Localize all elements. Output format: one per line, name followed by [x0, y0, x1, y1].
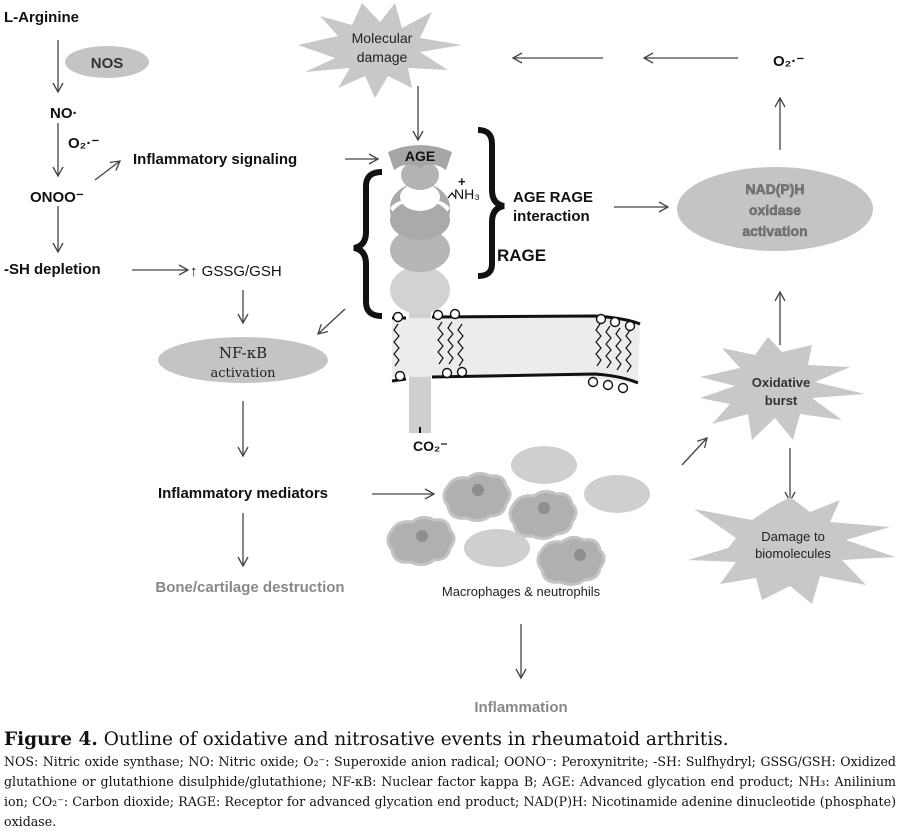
neutrophil-cell — [584, 475, 650, 513]
damage-line1: Damage to — [761, 529, 825, 544]
arrow-onoo-to-signaling — [94, 160, 122, 181]
nfkb-label-line2: activation — [210, 366, 276, 381]
co2-label: CO₂⁻ — [413, 438, 448, 454]
age-ligand — [388, 145, 452, 170]
nadph-line3: activation — [742, 223, 807, 239]
oxidative-events-diagram: L-Arginine NOS NO· O₂·⁻ ONOO⁻ Inflammato… — [4, 3, 895, 716]
molecular-damage-line1: Molecular — [352, 30, 413, 46]
immune-cells-cluster — [386, 446, 650, 587]
macrophage-cell — [442, 471, 512, 523]
rage-receptor: AGE + NH₃ — [388, 145, 480, 433]
neutrophil-cell — [511, 446, 577, 484]
figure-title: Outline of oxidative and nitrosative eve… — [103, 729, 729, 750]
arrow-receptor-to-nfkb — [317, 308, 346, 335]
nadph-oxidase-node: NAD(P)H oxidase activation — [677, 167, 873, 251]
left-brace — [353, 169, 383, 319]
nh3-charge: + — [458, 174, 466, 189]
age-rage-line1: AGE RAGE — [513, 189, 593, 206]
figure-caption: Figure 4. Outline of oxidative and nitro… — [4, 728, 896, 832]
receptor-domain-2b — [390, 200, 450, 240]
nos-label: NOS — [91, 55, 124, 72]
lipid-heads — [392, 308, 636, 394]
oxidative-burst-shape — [700, 337, 865, 440]
rage-label: RAGE — [497, 246, 546, 265]
nadph-line1: NAD(P)H — [745, 181, 804, 197]
nfkb-ellipse — [158, 337, 328, 383]
arrow-cells-to-burst — [681, 437, 708, 466]
age-label: AGE — [405, 148, 435, 164]
nos-node: NOS — [65, 46, 149, 78]
macrophages-label: Macrophages & neutrophils — [442, 584, 601, 599]
nadph-ellipse — [677, 167, 873, 251]
damage-line2: biomolecules — [755, 546, 831, 561]
receptor-domain-2-notch — [400, 183, 440, 211]
nadph-line2: oxidase — [749, 202, 801, 218]
superoxide-left-label: O₂·⁻ — [68, 135, 99, 152]
molecular-damage-burst: Molecular damage — [298, 3, 462, 98]
receptor-domain-3 — [390, 228, 450, 272]
burst-shape — [298, 3, 462, 98]
abbreviations-text: NOS: Nitric oxide synthase; NO: Nitric o… — [4, 754, 896, 829]
nh3-label: NH₃ — [454, 186, 480, 202]
figure-label: Figure 4. — [4, 729, 98, 750]
gssg-gsh-label: ↑ GSSG/GSH — [190, 263, 282, 280]
superoxide-right-label: O₂·⁻ — [773, 53, 804, 70]
bone-cartilage-label: Bone/cartilage destruction — [155, 579, 344, 596]
age-rage-line2: interaction — [513, 208, 590, 225]
peroxynitrite-label: ONOO⁻ — [30, 189, 84, 206]
inflammatory-signaling-label: Inflammatory signaling — [133, 151, 297, 168]
membrane-interior — [392, 318, 640, 384]
no-radical-label: NO· — [50, 105, 78, 122]
macrophage-cell — [536, 535, 606, 587]
molecular-damage-line2: damage — [357, 49, 408, 65]
receptor-domain-4 — [390, 266, 450, 314]
nfkb-node: NF-κB activation — [158, 337, 328, 383]
cell-membrane — [391, 308, 641, 394]
oxidative-burst-line1: Oxidative — [752, 375, 811, 390]
nfkb-label-line1: NF-κB — [219, 344, 267, 362]
damage-biomolecules-node: Damage to biomolecules — [688, 497, 895, 604]
right-brace — [477, 127, 505, 279]
oxidative-burst-line2: burst — [765, 393, 798, 408]
oxidative-burst-node: Oxidative burst — [700, 337, 865, 440]
lipid-tails — [393, 321, 632, 373]
damage-burst-shape — [688, 497, 895, 604]
inflammation-label: Inflammation — [474, 699, 567, 716]
sh-depletion-label: -SH depletion — [4, 261, 101, 278]
nh3-bond — [447, 191, 456, 199]
l-arginine-label: L-Arginine — [4, 9, 79, 26]
caption-title-line: Figure 4. Outline of oxidative and nitro… — [4, 728, 896, 752]
macrophage-cell — [386, 515, 456, 567]
receptor-domain-1 — [401, 160, 439, 190]
nos-ellipse — [65, 46, 149, 78]
neutrophil-cell — [464, 529, 530, 567]
inflammatory-mediators-label: Inflammatory mediators — [158, 485, 328, 502]
macrophage-cell — [508, 489, 578, 541]
